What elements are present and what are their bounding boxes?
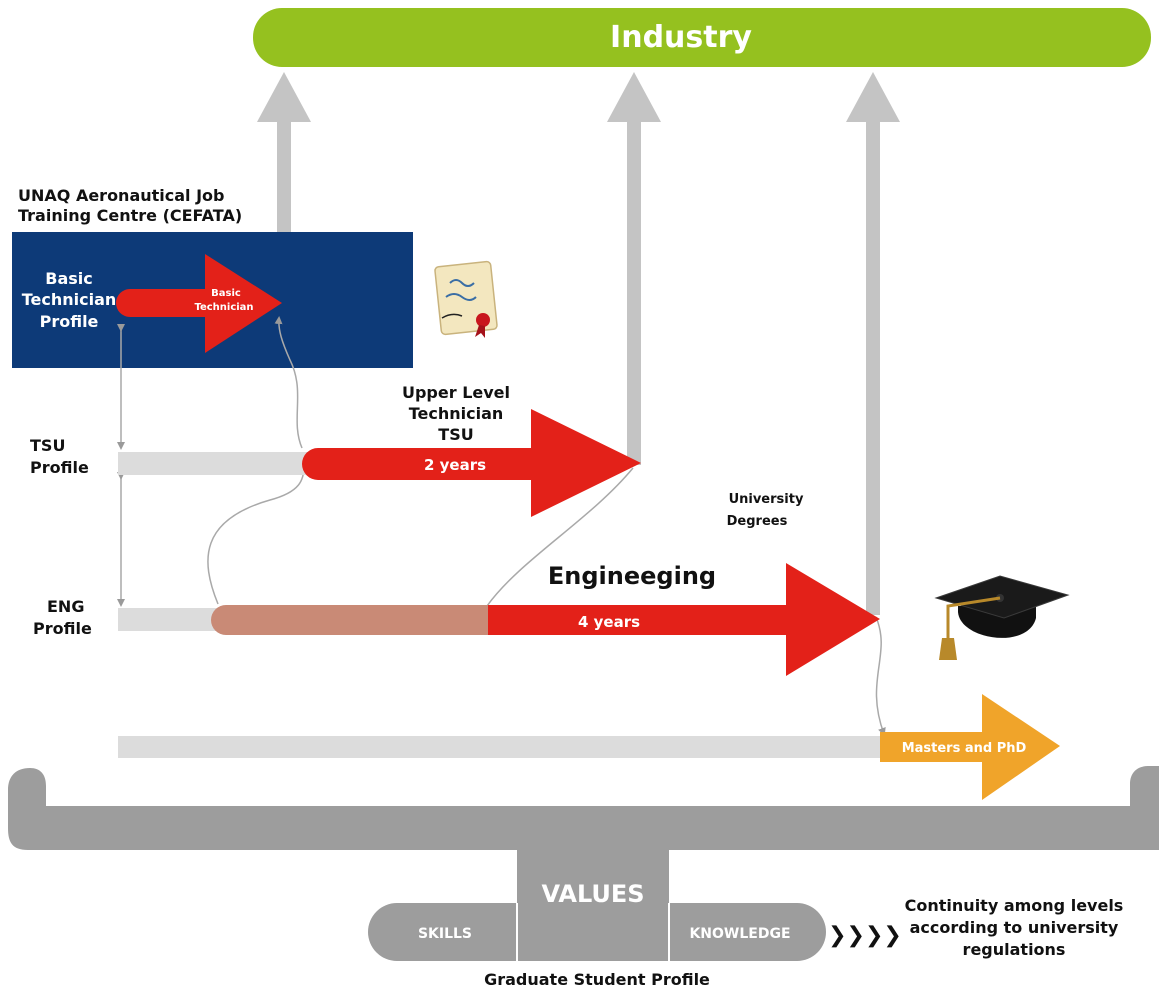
chevrons-icon: ❯❯❯❯: [828, 923, 902, 948]
tsu-grey-bar: [118, 452, 308, 475]
eng-arrow: 4 years: [211, 563, 880, 676]
university-line2: Degrees: [727, 514, 788, 529]
tsu-arrow: 2 years: [302, 409, 641, 517]
tsu-title: Upper Level Technician TSU: [402, 383, 510, 444]
graduate-profile-label: Graduate Student Profile: [484, 970, 710, 989]
eng-grey-bar: [118, 608, 218, 631]
continuity-line1: Continuity among levels: [905, 896, 1124, 915]
tsu-to-industry-arrow: [607, 72, 661, 465]
base-platform: VALUES SKILLS KNOWLEDGE: [8, 766, 1159, 961]
basic-technician-arrow: Basic Technician: [116, 254, 282, 353]
basic-profile-line1: Basic: [45, 269, 92, 288]
industry-banner: Industry: [253, 8, 1151, 67]
eng-title: Engineeging: [548, 562, 716, 590]
graduation-cap-icon: [934, 575, 1070, 660]
base-bar: [8, 766, 1159, 850]
tsu-title-line1: Upper Level: [402, 383, 510, 402]
values-label: VALUES: [541, 880, 644, 908]
industry-label: Industry: [610, 20, 752, 55]
cefata-title-line1: UNAQ Aeronautical Job: [18, 186, 225, 205]
masters-label: Masters and PhD: [902, 741, 1027, 756]
skills-label: SKILLS: [418, 926, 472, 942]
basic-arrow-line1: Basic: [211, 288, 241, 299]
cefata-title-line2: Training Centre (CEFATA): [18, 206, 242, 225]
skills-knowledge-bar: [368, 903, 826, 961]
eng-duration: 4 years: [578, 613, 640, 631]
knowledge-label: KNOWLEDGE: [689, 926, 790, 942]
cefata-title: UNAQ Aeronautical Job Training Centre (C…: [18, 186, 242, 225]
basic-arrow-line2: Technician: [194, 302, 253, 313]
university-line1: University: [729, 492, 804, 507]
masters-arrow: Masters and PhD: [880, 694, 1060, 800]
eng-partial-bar: [211, 605, 488, 635]
continuity-line3: regulations: [963, 940, 1066, 959]
eng-to-industry-arrow: [846, 72, 900, 615]
continuity-line2: according to university: [910, 918, 1119, 937]
continuity-note: Continuity among levels according to uni…: [905, 896, 1124, 959]
basic-profile-line2: Technician: [22, 290, 117, 309]
masters-grey-bar: [118, 736, 880, 758]
tsu-title-line2: Technician: [409, 404, 504, 423]
tsu-profile-line1: TSU: [30, 436, 65, 455]
tsu-title-line3: TSU: [438, 425, 473, 444]
industry-bar: [253, 8, 1151, 67]
diploma-icon: [434, 260, 498, 338]
profile-connectors: [117, 316, 886, 736]
eng-profile-line1: ENG: [47, 597, 84, 616]
basic-profile-line3: Profile: [40, 312, 99, 331]
eng-profile-line2: Profile: [33, 619, 92, 638]
tsu-profile-line2: Profile: [30, 458, 89, 477]
tsu-duration: 2 years: [424, 456, 486, 474]
